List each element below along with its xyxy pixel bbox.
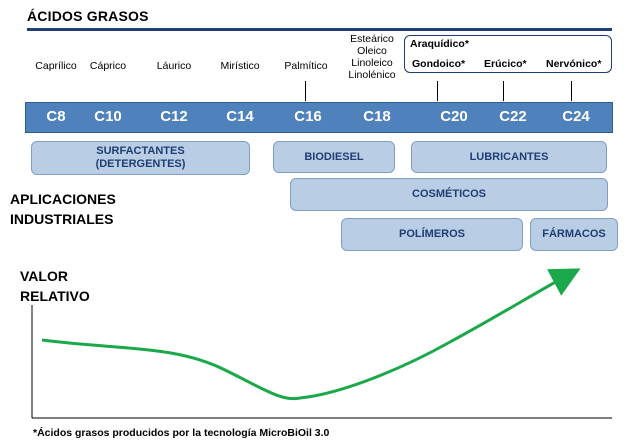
- acid-araquidico: Araquídico*: [410, 38, 469, 50]
- chain-c18: C18: [363, 108, 391, 125]
- app-surfactants: SURFACTANTES (DETERGENTES): [31, 141, 250, 175]
- produced-acids-box: [404, 35, 612, 73]
- chain-c24: C24: [562, 108, 590, 125]
- chain-c20: C20: [440, 108, 468, 125]
- value-curve: [41, 268, 581, 401]
- acid-laurico: Láurico: [156, 60, 192, 72]
- chain-c16: C16: [294, 108, 322, 125]
- app-surfactants-line2: (DETERGENTES): [95, 158, 186, 170]
- acid-nervonico: Nervónico*: [546, 58, 602, 70]
- value-label-line1: VALOR: [20, 268, 68, 284]
- acid-linolenico: Linolénico: [348, 69, 396, 81]
- chain-c12: C12: [160, 108, 188, 125]
- app-lubricants: LUBRICANTES: [411, 141, 607, 173]
- chain-c22: C22: [499, 108, 527, 125]
- app-cosmetics: COSMÉTICOS: [290, 178, 608, 211]
- acid-caprico: Cáprico: [89, 60, 127, 72]
- page-title: ÁCIDOS GRASOS: [27, 8, 149, 24]
- acid-erucico: Erúcico*: [484, 58, 527, 70]
- chain-c14: C14: [226, 108, 254, 125]
- tick-c16: [305, 81, 306, 101]
- tick-c20: [437, 81, 438, 101]
- acid-estearico: Esteárico: [350, 33, 394, 45]
- acid-gondoico: Gondoico*: [412, 58, 466, 70]
- acid-linoleico: Linoleico: [351, 57, 393, 69]
- app-polymers: POLÍMEROS: [341, 218, 523, 251]
- app-pharma: FÁRMACOS: [530, 218, 618, 251]
- footnote: *Ácidos grasos producidos por la tecnolo…: [33, 427, 330, 439]
- applications-label: APLICACIONES INDUSTRIALES: [10, 189, 116, 229]
- app-biodiesel: BIODIESEL: [273, 141, 395, 173]
- applications-label-line2: INDUSTRIALES: [10, 211, 114, 227]
- app-surfactants-line1: SURFACTANTES: [96, 145, 185, 157]
- acid-miristico: Mirístico: [220, 60, 260, 72]
- acid-caprilico: Caprílico: [35, 60, 77, 72]
- acid-palmitico: Palmítico: [284, 60, 328, 72]
- acid-c18-group: Esteárico Oleico Linoleico Linolénico: [348, 33, 395, 81]
- chain-c8: C8: [46, 108, 66, 125]
- chain-c10: C10: [94, 108, 122, 125]
- acid-oleico: Oleico: [357, 45, 387, 57]
- carbon-chain-bar: [25, 102, 613, 133]
- applications-label-line1: APLICACIONES: [10, 191, 116, 207]
- value-label: VALOR RELATIVO: [20, 266, 90, 306]
- tick-c22: [503, 81, 504, 101]
- tick-c24: [571, 81, 572, 101]
- value-label-line2: RELATIVO: [20, 288, 90, 304]
- title-divider: [27, 28, 612, 31]
